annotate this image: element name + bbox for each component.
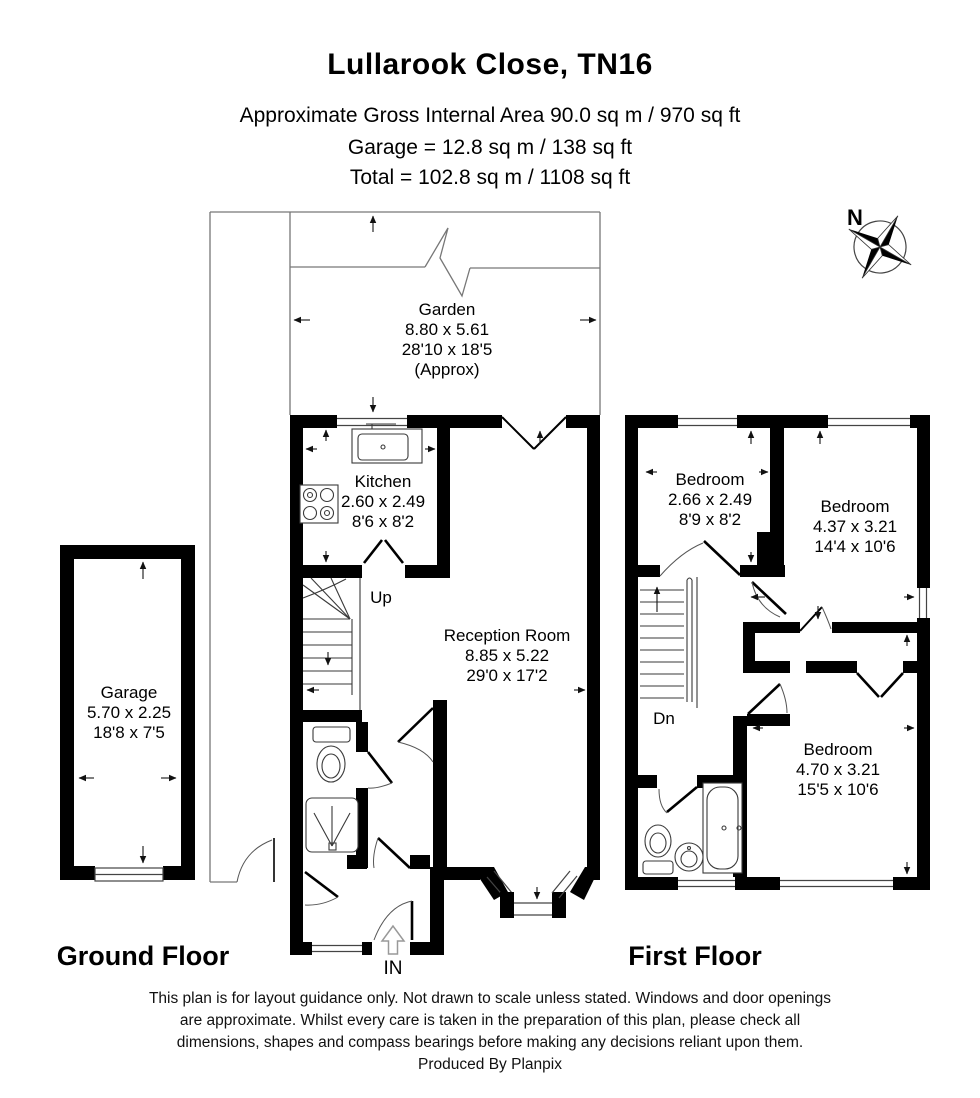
bedroom-rear-imperial: 15'5 x 10'6 xyxy=(797,780,879,799)
bedroom-front-name: Bedroom xyxy=(820,497,890,516)
compass-north-label: N xyxy=(847,205,863,230)
bedroom-front-metric: 4.37 x 3.21 xyxy=(812,517,898,536)
dimension-arrows xyxy=(78,215,915,900)
ground-floor-doors xyxy=(304,539,434,941)
ground-floor-title: Ground Floor xyxy=(56,941,230,971)
staircase-ground xyxy=(302,577,361,710)
bedroom-rear-name: Bedroom xyxy=(803,740,873,759)
garage-imperial: 18'8 x 7'5 xyxy=(93,723,165,742)
bathtub xyxy=(702,782,743,874)
stairs-up-label: Up xyxy=(370,588,392,607)
bedroom-small-imperial: 8'9 x 8'2 xyxy=(678,510,742,529)
reception-name: Reception Room xyxy=(443,626,571,645)
bedroom-front-label: Bedroom 4.37 x 3.21 14'4 x 10'6 xyxy=(813,497,897,557)
first-floor-plan xyxy=(625,415,930,890)
compass-icon xyxy=(848,215,912,279)
kitchen-name: Kitchen xyxy=(354,472,412,491)
page-title: Lullarook Close, TN16 xyxy=(327,48,653,81)
toilet-ground xyxy=(312,726,351,783)
ground-floor-walls xyxy=(290,415,600,955)
total-area-line: Total = 102.8 sq m / 1108 sq ft xyxy=(349,166,631,189)
garden-name: Garden xyxy=(418,300,476,319)
disclaimer-line-3: dimensions, shapes and compass bearings … xyxy=(176,1034,804,1051)
ground-floor-windows xyxy=(312,416,567,953)
first-floor-title: First Floor xyxy=(628,941,762,971)
kitchen-metric: 2.60 x 2.49 xyxy=(340,492,426,511)
bedroom-small-metric: 2.66 x 2.49 xyxy=(667,490,753,509)
disclaimer-line-1: This plan is for layout guidance only. N… xyxy=(148,990,832,1007)
garden-imperial: 28'10 x 18'5 xyxy=(401,340,493,359)
garage-name: Garage xyxy=(100,683,158,702)
first-floor-windows xyxy=(678,417,928,888)
reception-imperial: 29'0 x 17'2 xyxy=(466,666,548,685)
hob xyxy=(299,484,339,524)
producer-credit: Produced By Planpix xyxy=(418,1056,562,1073)
gross-area-line: Approximate Gross Internal Area 90.0 sq … xyxy=(239,104,741,127)
garden-note: (Approx) xyxy=(414,360,480,379)
garage-plan xyxy=(60,545,195,882)
basin xyxy=(674,842,704,872)
garden-plot-outline xyxy=(209,211,601,883)
ground-floor-plan xyxy=(290,415,600,955)
bedroom-small-name: Bedroom xyxy=(675,470,745,489)
garage-metric: 5.70 x 2.25 xyxy=(86,703,172,722)
garage-area-line: Garage = 12.8 sq m / 138 sq ft xyxy=(347,136,633,159)
kitchen-imperial: 8'6 x 8'2 xyxy=(351,512,415,531)
staircase-first xyxy=(640,577,698,708)
kitchen-label: Kitchen 2.60 x 2.49 8'6 x 8'2 xyxy=(341,472,425,532)
first-floor-doors xyxy=(658,540,904,814)
garden-metric: 8.80 x 5.61 xyxy=(404,320,490,339)
reception-metric: 8.85 x 5.22 xyxy=(464,646,550,665)
toilet-first xyxy=(642,824,674,875)
bedroom-rear-metric: 4.70 x 3.21 xyxy=(795,760,881,779)
bedroom-small-label: Bedroom 2.66 x 2.49 8'9 x 8'2 xyxy=(668,470,752,530)
garden-label: Garden 8.80 x 5.61 28'10 x 18'5 (Approx) xyxy=(402,300,493,380)
garage-label: Garage 5.70 x 2.25 18'8 x 7'5 xyxy=(87,683,171,743)
disclaimer-line-2: are approximate. Whilst every care is ta… xyxy=(179,1012,801,1029)
bay-window xyxy=(472,867,600,918)
reception-room-label: Reception Room 8.85 x 5.22 29'0 x 17'2 xyxy=(444,626,571,686)
kitchen-sink xyxy=(351,423,423,464)
shower xyxy=(305,797,359,853)
entrance-in-label: IN xyxy=(383,958,403,979)
bedroom-front-imperial: 14'4 x 10'6 xyxy=(814,537,896,556)
bedroom-rear-label: Bedroom 4.70 x 3.21 15'5 x 10'6 xyxy=(796,740,880,800)
stairs-down-label: Dn xyxy=(653,709,675,728)
entrance-arrow-icon xyxy=(380,924,406,955)
